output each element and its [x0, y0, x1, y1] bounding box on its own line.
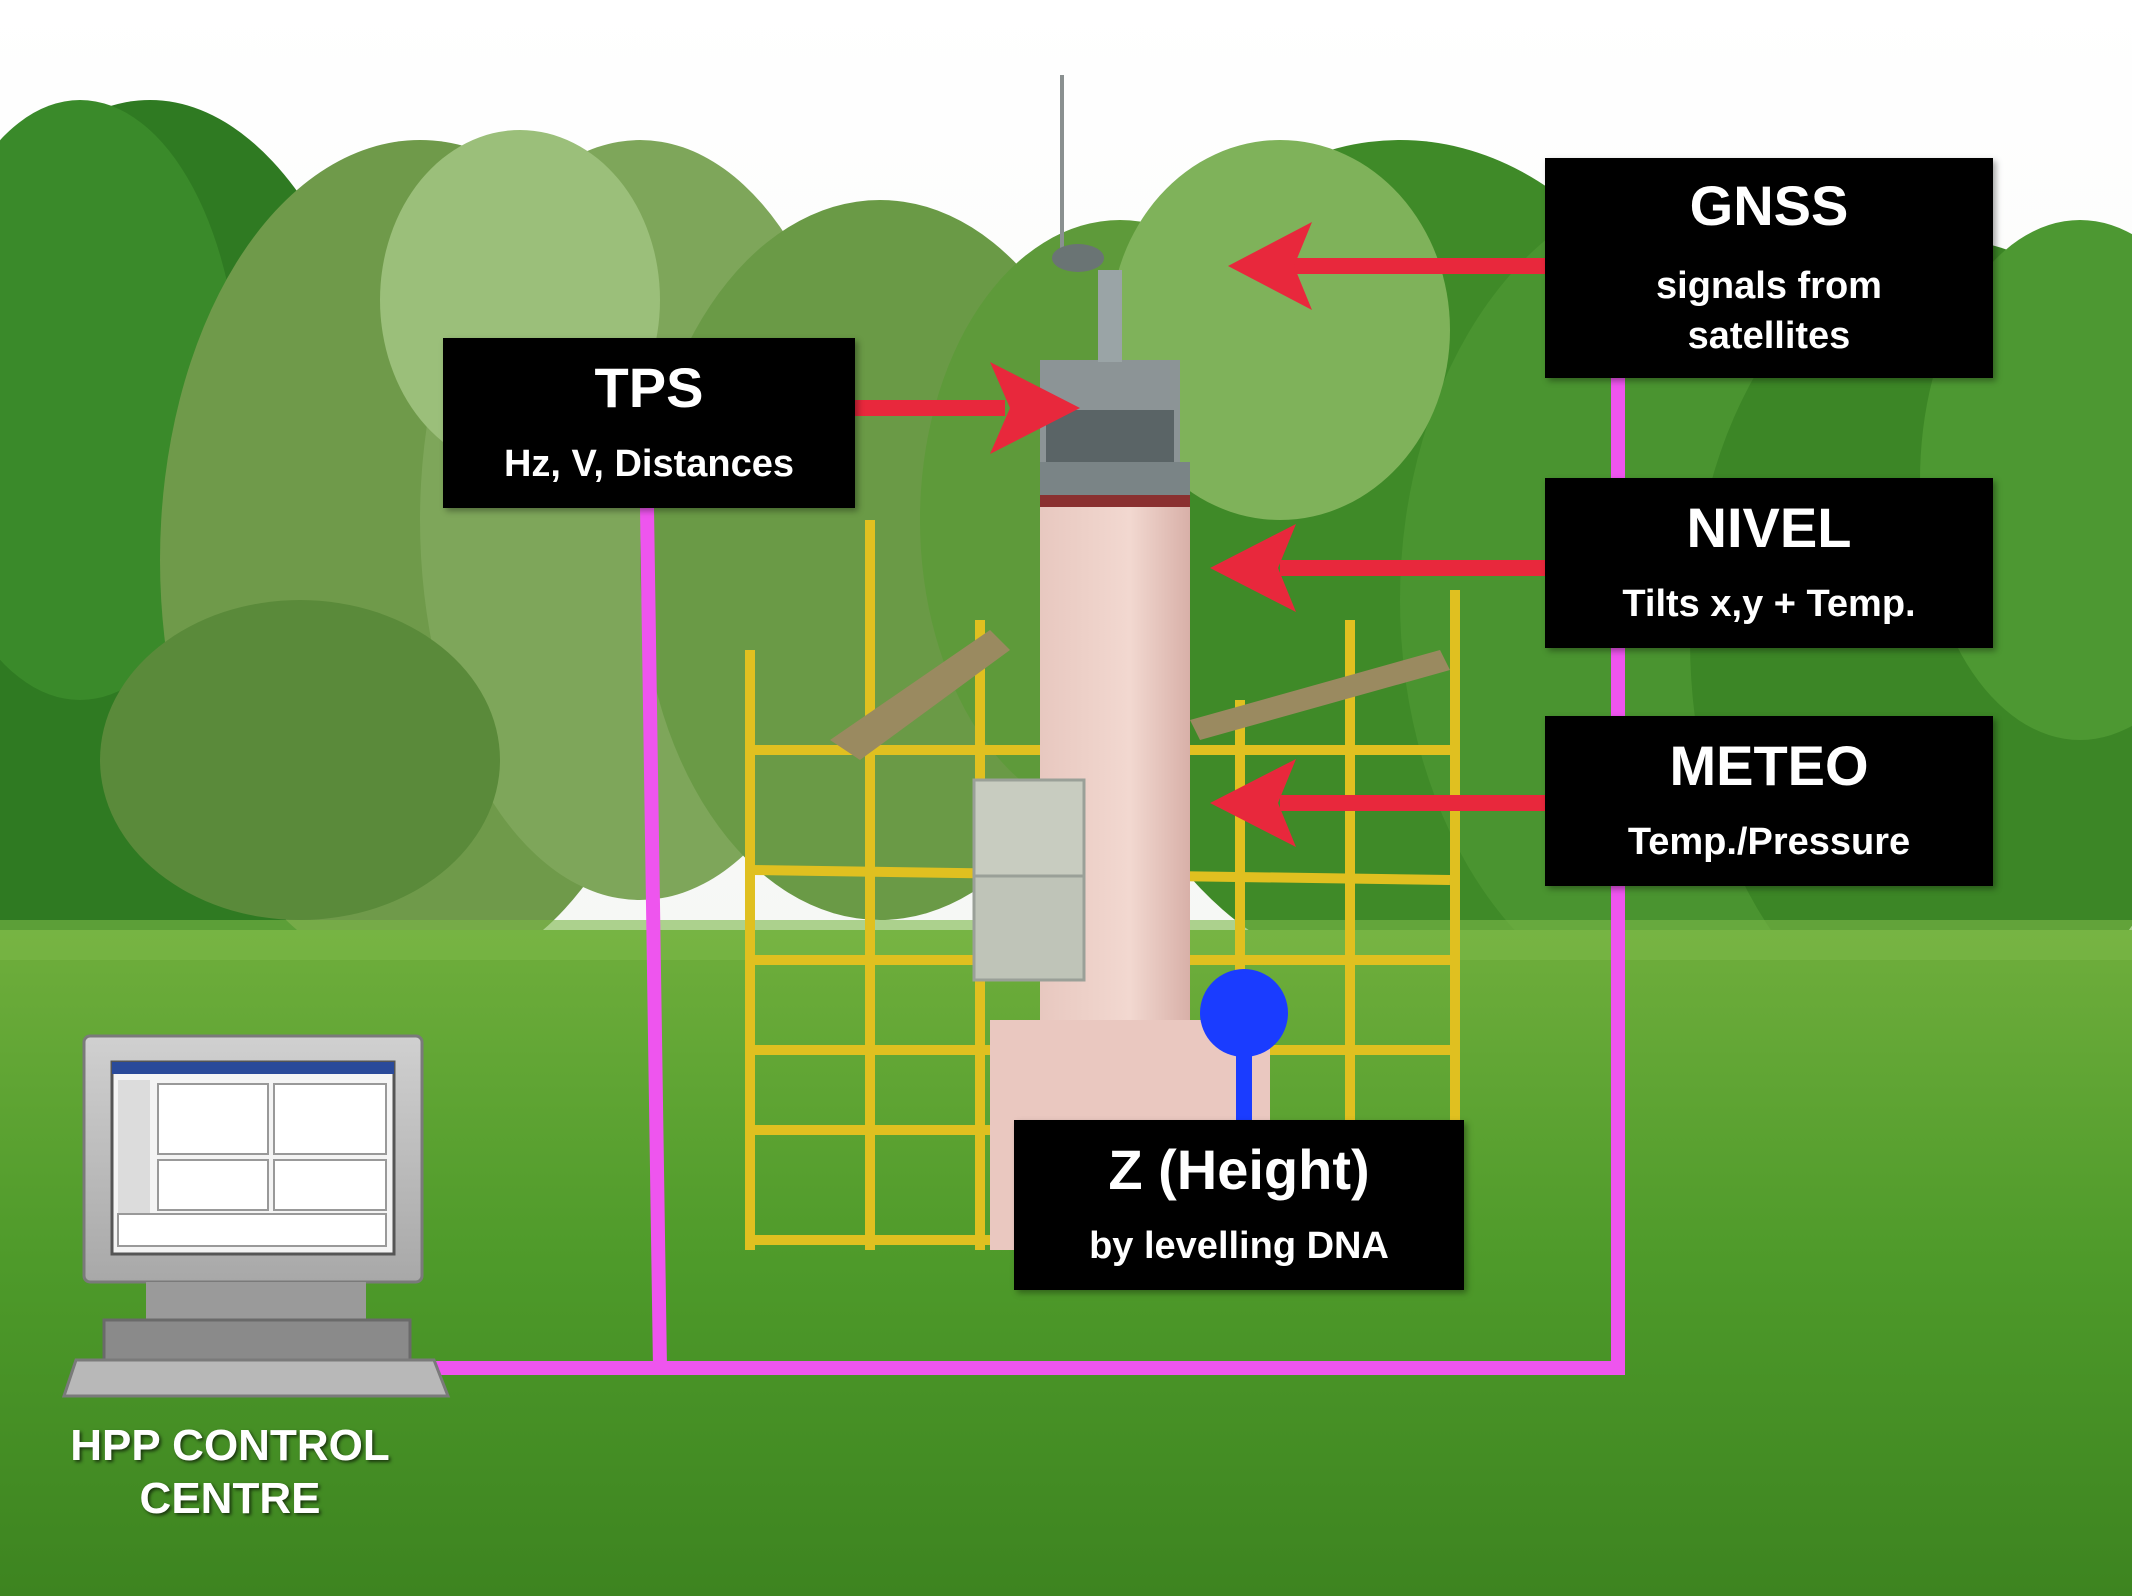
z-label-box: Z (Height) by levelling DNA [1014, 1120, 1464, 1290]
nivel-subtitle: Tilts x,y + Temp. [1622, 583, 1916, 626]
tps-arrow [855, 362, 1080, 454]
computer-icon [61, 1034, 451, 1398]
meteo-arrow [1210, 759, 1548, 847]
z-title: Z (Height) [1108, 1138, 1370, 1202]
nivel-arrow [1210, 524, 1548, 612]
meteo-title: METEO [1669, 734, 1869, 798]
scaffold-planks [830, 630, 1450, 760]
meteo-subtitle: Temp./Pressure [1627, 821, 1911, 864]
control-centre-label: HPP CONTROL CENTRE [40, 1420, 420, 1526]
gnss-arrow [1228, 222, 1548, 310]
nivel-title: NIVEL [1686, 496, 1852, 560]
gnss-title: GNSS [1689, 173, 1849, 237]
antenna-icon [1052, 75, 1104, 272]
meteo-label-box: METEO Temp./Pressure [1545, 716, 1993, 886]
gnss-subtitle: signals from satellites [1656, 262, 1882, 361]
gnss-label-box: GNSS signals from satellites [1545, 158, 1993, 378]
control-centre-line2: CENTRE [139, 1473, 321, 1523]
gnss-subtitle-line2: satellites [1687, 314, 1851, 357]
tps-label-box: TPS Hz, V, Distances [443, 338, 855, 508]
z-subtitle: by levelling DNA [1089, 1225, 1389, 1268]
z-marker [1200, 969, 1288, 1128]
gnss-subtitle-line1: signals from [1656, 265, 1882, 308]
tps-subtitle: Hz, V, Distances [503, 443, 795, 486]
tps-title: TPS [594, 356, 704, 420]
nivel-label-box: NIVEL Tilts x,y + Temp. [1545, 478, 1993, 648]
control-centre-line1: HPP CONTROL [70, 1421, 390, 1470]
